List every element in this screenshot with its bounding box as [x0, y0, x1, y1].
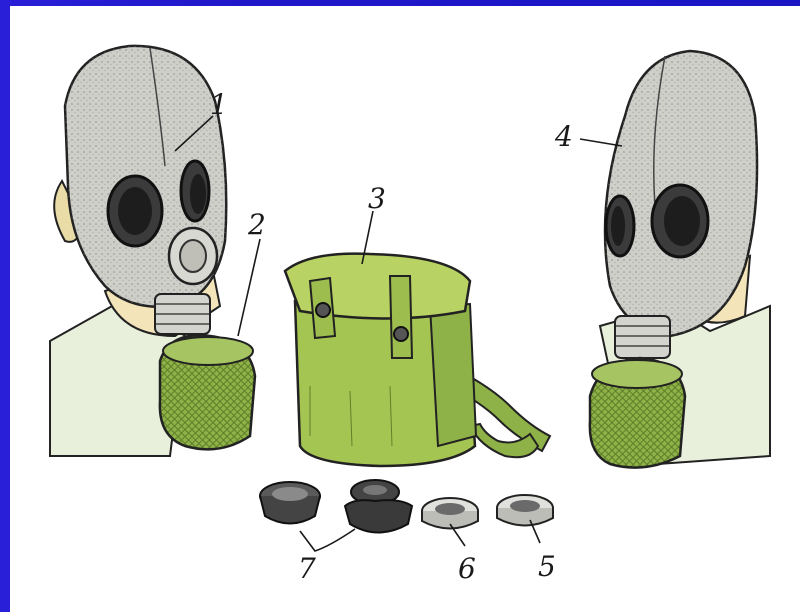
- label-1: 1: [210, 88, 228, 121]
- label-7: 7: [298, 552, 316, 585]
- gas-mask-bag: [285, 254, 550, 466]
- illustration-canvas: 1 2 3 4 5 6 7: [10, 6, 800, 612]
- label-2: 2: [247, 208, 266, 241]
- disc-insert-6: [422, 498, 478, 529]
- label-5: 5: [538, 550, 556, 583]
- gas-mask-illustration: 1 2 3 4 5 6 7: [10, 6, 800, 612]
- label-6: 6: [458, 552, 476, 585]
- anti-fog-inserts-pair: [260, 480, 412, 533]
- label-4: 4: [554, 120, 573, 153]
- right-figure: [590, 51, 770, 468]
- label-3: 3: [368, 182, 386, 215]
- disc-insert-5: [497, 495, 553, 526]
